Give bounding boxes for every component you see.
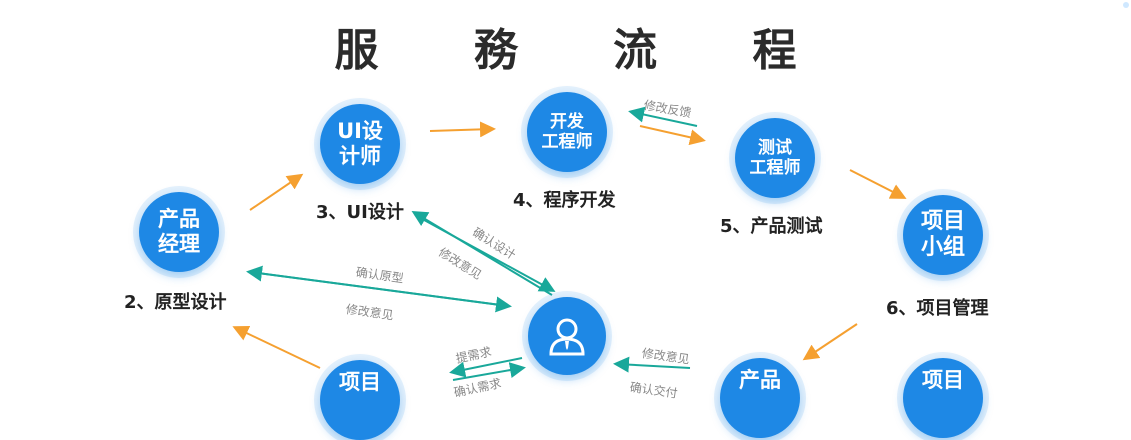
node-dev-engineer: 开发 工程师	[527, 92, 607, 172]
node-project-bottom-right: 项目	[903, 358, 983, 438]
user-icon	[549, 318, 585, 356]
arrow-customer-to-left	[449, 357, 523, 378]
arrow-customer-to-ui	[411, 210, 553, 296]
caption-ui-designer: 3、UI设计	[316, 202, 404, 223]
caption-test-engineer: 5、产品测试	[720, 216, 823, 237]
node-label: 产品	[158, 206, 200, 231]
node-project-bottom-left: 项目	[320, 360, 400, 440]
node-product-bottom: 产品	[720, 358, 800, 438]
arrow-team-to-product	[802, 323, 858, 361]
node-label: 测试	[758, 137, 792, 158]
node-label: 计师	[339, 144, 381, 168]
arrow-ui-to-dev	[429, 121, 496, 138]
edge-marker	[1123, 2, 1129, 8]
node-label: 经理	[158, 232, 200, 256]
node-ui-designer: UI设 计师	[320, 104, 400, 184]
node-test-engineer: 测试 工程师	[735, 118, 815, 198]
node-label: 项目	[922, 368, 964, 392]
arrow-bottom-to-pm	[232, 325, 321, 369]
node-label: 项目	[339, 370, 381, 394]
caption-dev-engineer: 4、程序开发	[513, 190, 616, 211]
node-label: 工程师	[541, 132, 593, 152]
arrow-customer-to-pm	[246, 265, 509, 307]
arrow-test-feedback	[628, 106, 698, 127]
node-project-team: 项目 小组	[903, 195, 983, 275]
page-title: 服 務 流 程	[334, 25, 837, 76]
flow-arrows	[232, 106, 907, 381]
node-label: 项目	[920, 208, 965, 234]
arrow-test-to-team	[849, 169, 907, 199]
node-label: 工程师	[749, 158, 801, 178]
node-product-manager: 产品 经理	[139, 192, 219, 272]
node-customer	[528, 297, 606, 375]
caption-product-manager: 2、原型设计	[124, 292, 227, 313]
arrow-pm-to-ui	[249, 173, 304, 211]
service-flow-diagram: 服 務 流 程 产品 经理 2、原型设计 UI设	[124, 2, 1129, 440]
caption-project-team: 6、项目管理	[886, 298, 989, 319]
node-label: 产品	[739, 368, 781, 392]
arrow-product-to-customer	[613, 356, 691, 373]
node-label: UI设	[337, 118, 383, 143]
arrow-left-to-customer	[452, 362, 526, 381]
arrow-dev-to-test	[639, 125, 706, 146]
node-label: 小组	[920, 235, 965, 260]
node-label: 开发	[550, 111, 584, 132]
